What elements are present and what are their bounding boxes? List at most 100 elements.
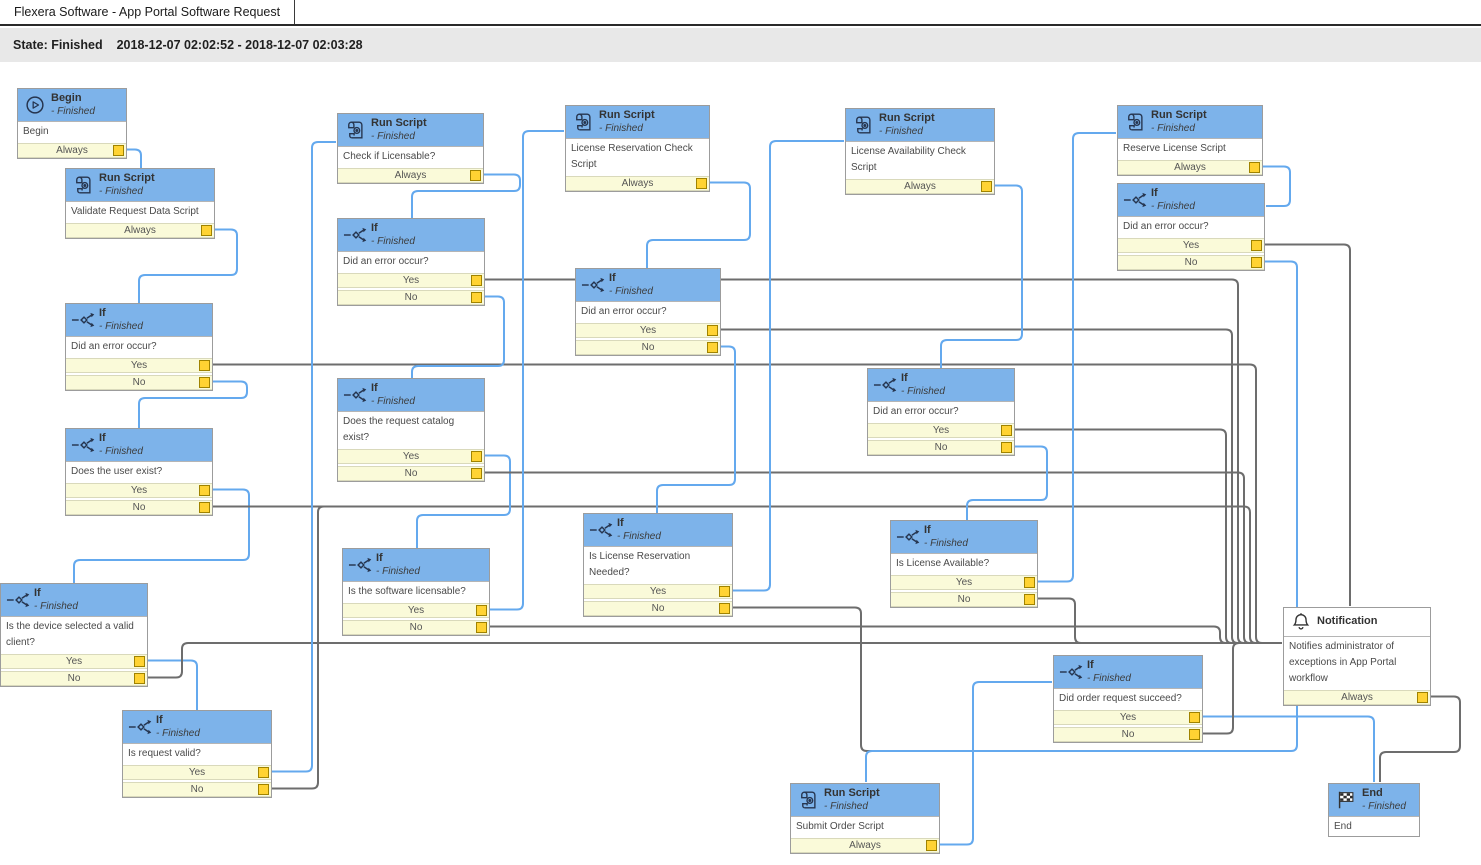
output-row-no[interactable]: No (66, 375, 212, 390)
output-label: Always (904, 181, 936, 192)
output-port-no[interactable] (1001, 442, 1012, 453)
output-row-no[interactable]: No (891, 592, 1037, 607)
output-row-no[interactable]: No (343, 620, 489, 635)
output-row-always[interactable]: Always (566, 176, 709, 191)
output-row-always[interactable]: Always (846, 179, 994, 194)
output-port-no[interactable] (1251, 257, 1262, 268)
output-port-yes[interactable] (199, 360, 210, 371)
output-port-yes[interactable] (1251, 240, 1262, 251)
output-row-always[interactable]: Always (338, 168, 483, 183)
output-row-no[interactable]: No (338, 290, 484, 305)
output-label: Always (621, 178, 654, 189)
output-port-no[interactable] (719, 603, 730, 614)
output-port-always[interactable] (926, 840, 937, 851)
output-row-always[interactable]: Always (1118, 160, 1262, 175)
output-row-always[interactable]: Always (791, 838, 939, 853)
output-row-yes[interactable]: Yes (338, 273, 484, 288)
output-port-always[interactable] (201, 225, 212, 236)
output-row-yes[interactable]: Yes (338, 449, 484, 464)
output-row-no[interactable]: No (1118, 255, 1264, 270)
output-row-yes[interactable]: Yes (891, 575, 1037, 590)
output-port-always[interactable] (1417, 692, 1428, 703)
output-port-yes[interactable] (1001, 425, 1012, 436)
output-row-yes[interactable]: Yes (1118, 238, 1264, 253)
output-port-always[interactable] (981, 181, 992, 192)
node-title: If (901, 371, 908, 384)
output-row-yes[interactable]: Yes (868, 423, 1014, 438)
output-port-no[interactable] (707, 342, 718, 353)
output-port-no[interactable] (471, 468, 482, 479)
output-row-always[interactable]: Always (66, 223, 214, 238)
output-row-no[interactable]: No (584, 601, 732, 616)
output-row-yes[interactable]: Yes (343, 603, 489, 618)
output-port-always[interactable] (113, 145, 124, 156)
output-row-yes[interactable]: Yes (66, 358, 212, 373)
output-port-no[interactable] (1189, 729, 1200, 740)
output-row-always[interactable]: Always (18, 143, 126, 158)
output-port-yes[interactable] (476, 605, 487, 616)
output-port-yes[interactable] (471, 275, 482, 286)
output-port-no[interactable] (1024, 594, 1035, 605)
output-row-no[interactable]: No (338, 466, 484, 481)
output-port-always[interactable] (696, 178, 707, 189)
output-row-no[interactable]: No (1, 671, 147, 686)
node-title: If (1087, 658, 1094, 671)
output-port-always[interactable] (470, 170, 481, 181)
output-row-yes[interactable]: Yes (576, 323, 720, 338)
output-port-yes[interactable] (1024, 577, 1035, 588)
output-port-yes[interactable] (258, 767, 269, 778)
node-status: - Finished (1362, 800, 1406, 812)
output-port-no[interactable] (134, 673, 145, 684)
connector-if-error-4-no-to-if-license-available (966, 445, 1048, 520)
output-port-yes[interactable] (134, 656, 145, 667)
output-label: Yes (188, 767, 206, 778)
tab-workflow[interactable]: Flexera Software - App Portal Software R… (0, 0, 296, 24)
output-row-always[interactable]: Always (1284, 690, 1430, 705)
if-branch-icon (1059, 664, 1082, 680)
output-row-yes[interactable]: Yes (584, 584, 732, 599)
output-port-yes[interactable] (707, 325, 718, 336)
output-port-yes[interactable] (1189, 712, 1200, 723)
output-port-no[interactable] (258, 784, 269, 795)
output-port-no[interactable] (199, 502, 210, 513)
output-port-yes[interactable] (719, 586, 730, 597)
output-row-yes[interactable]: Yes (123, 765, 271, 780)
output-port-yes[interactable] (199, 485, 210, 496)
output-port-no[interactable] (199, 377, 210, 388)
output-port-no[interactable] (471, 292, 482, 303)
node-title: Run Script (599, 108, 655, 121)
output-row-yes[interactable]: Yes (1, 654, 147, 669)
output-row-yes[interactable]: Yes (1054, 710, 1202, 725)
output-row-no[interactable]: No (123, 782, 271, 797)
output-port-yes[interactable] (471, 451, 482, 462)
output-row-yes[interactable]: Yes (66, 483, 212, 498)
output-port-no[interactable] (476, 622, 487, 633)
output-row-no[interactable]: No (576, 340, 720, 355)
output-row-no[interactable]: No (1054, 727, 1202, 742)
output-port-always[interactable] (1249, 162, 1260, 173)
output-row-no[interactable]: No (66, 500, 212, 515)
output-row-no[interactable]: No (868, 440, 1014, 455)
